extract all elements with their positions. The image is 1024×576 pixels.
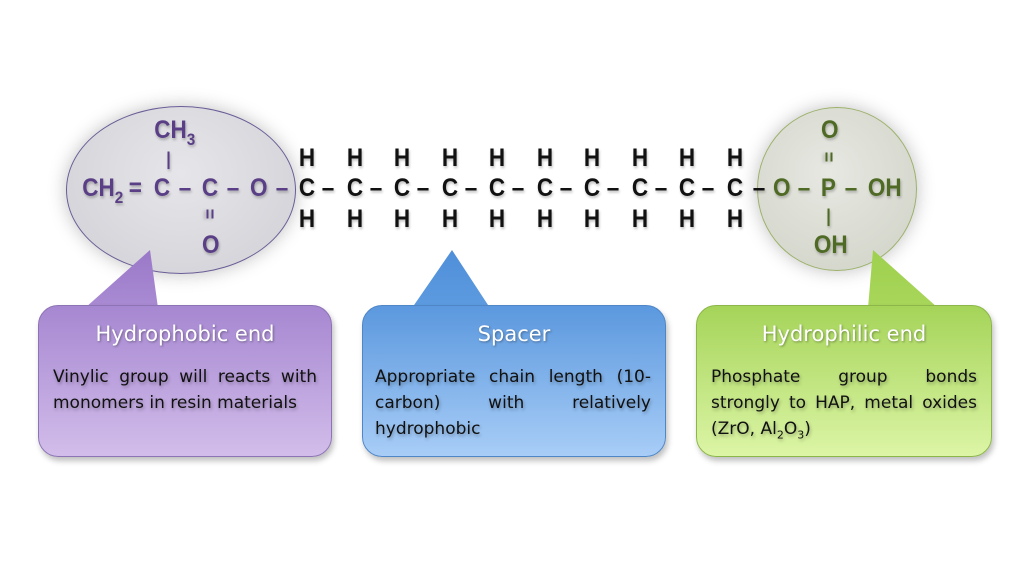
hydrophilic-pointer — [868, 250, 938, 308]
hydrophilic-callout: Hydrophilic end Phosphate group bonds st… — [696, 305, 992, 457]
ch3-label: CH3 — [154, 116, 195, 149]
chain-carbon: C — [726, 174, 743, 202]
bond-c2-o: – — [226, 174, 240, 202]
hydrophobic-description: Vinylic group will reacts with monomers … — [53, 367, 317, 413]
alumina-oxygen: O — [783, 419, 798, 439]
ch2-label: CH2 — [82, 174, 123, 207]
chain-bond: – — [416, 174, 430, 202]
phosphoryl-double-bond: = — [818, 151, 839, 163]
hydrophilic-text: Phosphate group bonds strongly to HAP, m… — [711, 367, 977, 439]
bond-p-oh: – — [844, 174, 858, 202]
ch2-subscript: 2 — [114, 188, 124, 207]
chain-hydrogen-bottom: H — [393, 205, 411, 233]
chain-hydrogen-bottom: H — [536, 205, 553, 233]
phosphoryl-bond-glyph: = — [818, 151, 839, 163]
chain-bond: – — [559, 174, 572, 202]
hydroxyl-bottom: OH — [813, 231, 848, 259]
bond-c1-c2: – — [178, 174, 192, 202]
methyl-vertical-bond: | — [166, 149, 171, 169]
vinyl-double-bond: = — [128, 174, 142, 202]
chain-hydrogen-top: H — [298, 144, 316, 172]
carbonyl-bond-glyph: = — [199, 208, 220, 220]
hydrophobic-pointer — [85, 250, 158, 308]
alumina-subscript-3: 3 — [797, 428, 805, 442]
hydrophobic-title: Hydrophobic end — [95, 322, 275, 346]
ch3-text: CH — [154, 116, 187, 144]
bond-o-p: – — [797, 174, 811, 202]
chain-bond: – — [606, 174, 620, 202]
ch2-text: CH — [82, 174, 115, 202]
alumina-subscript-2: 2 — [776, 428, 784, 442]
hydroxyl-right: OH — [867, 174, 902, 202]
chain-hydrogen-top: H — [631, 144, 648, 172]
bond-o-chain: – — [275, 174, 289, 202]
hydrophilic-text-end: ) — [804, 419, 811, 439]
chain-hydrogen-bottom: H — [631, 205, 648, 233]
chain-carbon: C — [583, 174, 601, 202]
spacer-callout: Spacer Appropriate chain length (10-carb… — [362, 305, 666, 457]
chain-hydrogen-bottom: H — [488, 205, 506, 233]
hydrophilic-description: Phosphate group bonds strongly to HAP, m… — [711, 364, 977, 448]
chain-hydrogen-top: H — [441, 144, 458, 172]
phosphorus: P — [820, 174, 836, 202]
chain-bond: – — [654, 174, 667, 202]
hydrophilic-group-circle — [757, 107, 917, 271]
chain-hydrogen-top: H — [536, 144, 553, 172]
chain-bond: – — [464, 174, 477, 202]
ch3-subscript: 3 — [186, 130, 196, 149]
chain-carbon: C — [488, 174, 506, 202]
chain-hydrogen-top: H — [726, 144, 743, 172]
spacer-description: Appropriate chain length (10-carbon) wit… — [375, 367, 651, 439]
chain-carbon: C — [678, 174, 696, 202]
chain-carbon: C — [536, 174, 553, 202]
chain-hydrogen-top: H — [678, 144, 696, 172]
hydrophilic-title: Hydrophilic end — [761, 322, 927, 346]
hydrophobic-group-ellipse — [66, 106, 296, 274]
chain-carbon: C — [631, 174, 648, 202]
spacer-pointer — [412, 250, 490, 308]
vinyl-carbon: C — [153, 174, 171, 202]
chain-bond: – — [369, 174, 382, 202]
p-oh-vertical-bond: | — [826, 206, 831, 226]
chain-hydrogen-top: H — [346, 144, 363, 172]
chain-hydrogen-top: H — [583, 144, 601, 172]
chain-bond: – — [321, 174, 335, 202]
carbonyl-oxygen: O — [201, 231, 220, 259]
chain-carbon: C — [298, 174, 316, 202]
carbonyl-carbon: C — [201, 174, 219, 202]
chain-hydrogen-bottom: H — [298, 205, 316, 233]
chain-hydrogen-bottom: H — [678, 205, 696, 233]
chain-bond: – — [701, 174, 715, 202]
spacer-title: Spacer — [477, 322, 551, 346]
chain-bond: – — [511, 174, 525, 202]
chain-hydrogen-bottom: H — [583, 205, 601, 233]
phosphoryl-oxygen: O — [820, 116, 839, 144]
bond-chain-o: – — [752, 174, 766, 202]
phosphate-ester-oxygen: O — [772, 174, 791, 202]
chain-hydrogen-top: H — [488, 144, 506, 172]
hydrophobic-callout: Hydrophobic end Vinylic group will react… — [38, 305, 332, 457]
chain-carbon: C — [441, 174, 458, 202]
chain-hydrogen-bottom: H — [726, 205, 743, 233]
carbonyl-double-bond: = — [199, 208, 220, 220]
chain-hydrogen-bottom: H — [441, 205, 458, 233]
chain-hydrogen-top: H — [393, 144, 411, 172]
chain-carbon: C — [346, 174, 363, 202]
chain-hydrogen-bottom: H — [346, 205, 363, 233]
chain-carbon: C — [393, 174, 411, 202]
ester-oxygen: O — [249, 174, 268, 202]
